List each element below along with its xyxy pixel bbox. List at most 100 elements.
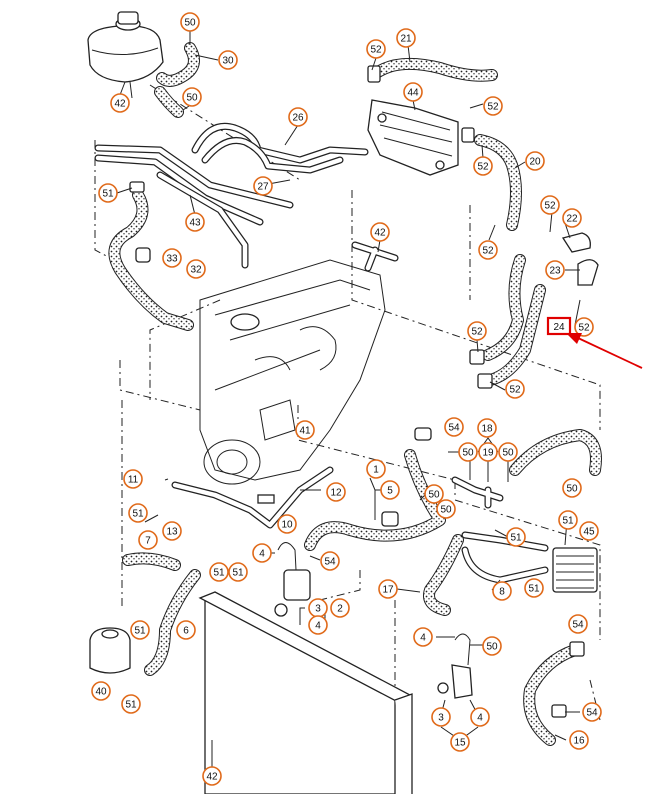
- callout-19[interactable]: 19: [478, 442, 498, 462]
- callout-8[interactable]: 8: [492, 581, 512, 601]
- callout-50[interactable]: 50: [482, 636, 502, 656]
- callout-32[interactable]: 32: [186, 259, 206, 279]
- callout-42[interactable]: 42: [202, 766, 222, 786]
- callout-18[interactable]: 18: [477, 418, 497, 438]
- hose-16: [523, 641, 585, 746]
- callout-51[interactable]: 51: [209, 562, 229, 582]
- callout-52[interactable]: 52: [478, 240, 498, 260]
- callout-33[interactable]: 33: [162, 248, 182, 268]
- svg-text:51: 51: [213, 568, 225, 579]
- callout-52[interactable]: 52: [366, 39, 386, 59]
- svg-text:44: 44: [407, 88, 419, 99]
- callout-50[interactable]: 50: [458, 442, 478, 462]
- callout-50[interactable]: 50: [436, 499, 456, 519]
- svg-text:4: 4: [477, 713, 483, 724]
- callout-52[interactable]: 52: [467, 321, 487, 341]
- callout-51[interactable]: 51: [130, 620, 150, 640]
- callout-51[interactable]: 51: [121, 694, 141, 714]
- hose-20: [461, 127, 522, 231]
- callout-15[interactable]: 15: [450, 732, 470, 752]
- fitting-23: [577, 259, 599, 286]
- callout-30[interactable]: 30: [218, 50, 238, 70]
- svg-text:1: 1: [373, 465, 379, 476]
- callout-52[interactable]: 52: [483, 96, 503, 116]
- callout-51[interactable]: 51: [98, 183, 118, 203]
- hose-small-50: [154, 86, 184, 118]
- callout-12[interactable]: 12: [326, 482, 346, 502]
- callout-4[interactable]: 4: [413, 627, 433, 647]
- callout-50[interactable]: 50: [562, 478, 582, 498]
- callout-50[interactable]: 50: [498, 442, 518, 462]
- callout-1[interactable]: 1: [366, 459, 386, 479]
- callout-21[interactable]: 21: [396, 28, 416, 48]
- hose-6: [144, 569, 201, 676]
- callout-22[interactable]: 22: [562, 208, 582, 228]
- callout-54[interactable]: 54: [444, 417, 464, 437]
- callout-50[interactable]: 50: [424, 484, 444, 504]
- callout-6[interactable]: 6: [176, 620, 196, 640]
- callout-54[interactable]: 54: [320, 551, 340, 571]
- svg-text:19: 19: [482, 448, 494, 459]
- svg-text:45: 45: [583, 527, 595, 538]
- hose-32: [108, 181, 194, 331]
- callout-11[interactable]: 11: [123, 469, 143, 489]
- callout-42[interactable]: 42: [110, 93, 130, 113]
- callout-41[interactable]: 41: [295, 420, 315, 440]
- svg-text:50: 50: [462, 448, 474, 459]
- callout-3[interactable]: 3: [308, 598, 328, 618]
- callout-50[interactable]: 50: [180, 12, 200, 32]
- svg-text:52: 52: [487, 102, 499, 113]
- svg-text:52: 52: [578, 323, 590, 334]
- callout-4[interactable]: 4: [308, 615, 328, 635]
- callout-5[interactable]: 5: [380, 480, 400, 500]
- callout-16[interactable]: 16: [569, 730, 589, 750]
- svg-text:13: 13: [166, 527, 178, 538]
- hose-17: [423, 534, 464, 616]
- svg-text:52: 52: [482, 246, 494, 257]
- callout-2[interactable]: 2: [330, 598, 350, 618]
- svg-text:50: 50: [566, 484, 578, 495]
- callout-51[interactable]: 51: [506, 527, 526, 547]
- svg-text:8: 8: [499, 587, 505, 598]
- red-arrow: [566, 333, 643, 369]
- callout-7[interactable]: 7: [138, 530, 158, 550]
- callout-3[interactable]: 3: [431, 707, 451, 727]
- svg-text:21: 21: [400, 34, 412, 45]
- auxiliary-pump-15: [437, 633, 473, 699]
- callout-27[interactable]: 27: [253, 176, 273, 196]
- callout-54[interactable]: 54: [582, 702, 602, 722]
- callout-43[interactable]: 43: [185, 212, 205, 232]
- callout-26[interactable]: 26: [288, 107, 308, 127]
- radiator: [198, 591, 413, 794]
- svg-text:43: 43: [189, 218, 201, 229]
- svg-text:2: 2: [337, 604, 343, 615]
- callout-10[interactable]: 10: [277, 514, 297, 534]
- callout-23[interactable]: 23: [545, 260, 565, 280]
- callout-45[interactable]: 45: [579, 521, 599, 541]
- svg-text:51: 51: [125, 700, 137, 711]
- callout-52[interactable]: 52: [473, 156, 493, 176]
- callout-44[interactable]: 44: [403, 82, 423, 102]
- callout-51[interactable]: 51: [128, 503, 148, 523]
- callout-52[interactable]: 52: [540, 195, 560, 215]
- svg-text:52: 52: [509, 385, 521, 396]
- callout-13[interactable]: 13: [162, 521, 182, 541]
- callout-51[interactable]: 51: [524, 578, 544, 598]
- svg-text:50: 50: [440, 505, 452, 516]
- callout-20[interactable]: 20: [525, 151, 545, 171]
- callout-51[interactable]: 51: [228, 562, 248, 582]
- callout-17[interactable]: 17: [378, 579, 398, 599]
- svg-text:23: 23: [549, 266, 561, 277]
- callout-52[interactable]: 52: [574, 317, 594, 337]
- svg-text:54: 54: [572, 620, 584, 631]
- callout-52[interactable]: 52: [505, 379, 525, 399]
- hose-21: [367, 57, 498, 83]
- highlighted-callout-24[interactable]: 24: [546, 316, 572, 336]
- callout-4[interactable]: 4: [252, 543, 272, 563]
- callout-42[interactable]: 42: [370, 222, 390, 242]
- callout-51[interactable]: 51: [558, 510, 578, 530]
- callout-54[interactable]: 54: [568, 614, 588, 634]
- callout-50[interactable]: 50: [182, 87, 202, 107]
- callout-4[interactable]: 4: [470, 707, 490, 727]
- callout-40[interactable]: 40: [91, 681, 111, 701]
